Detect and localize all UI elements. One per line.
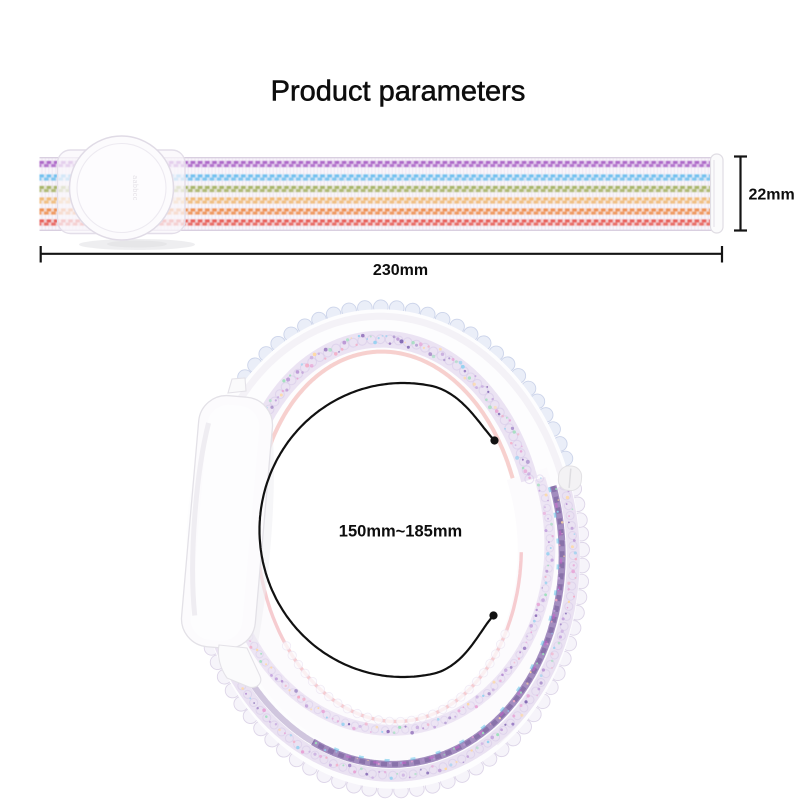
svg-text:Product parameters: Product parameters	[271, 76, 526, 108]
svg-text:22mm: 22mm	[749, 187, 795, 204]
svg-text:230mm: 230mm	[373, 262, 428, 279]
svg-text:aabbcc: aabbcc	[131, 175, 138, 201]
svg-text:150mm~185mm: 150mm~185mm	[339, 523, 462, 541]
